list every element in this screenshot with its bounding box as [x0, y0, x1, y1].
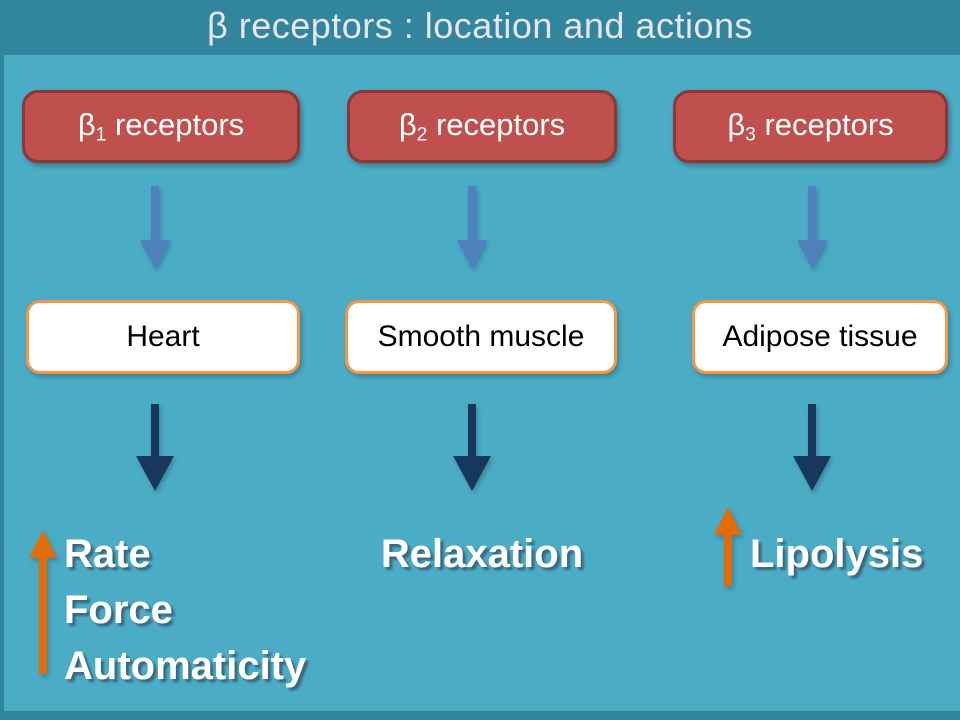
action-rate: Rate: [64, 532, 151, 576]
receptor-box-beta2: β2 receptors: [347, 90, 617, 163]
down-arrow-icon: [457, 186, 487, 269]
action-lipolysis: Lipolysis: [750, 532, 924, 576]
action-relaxation: Relaxation: [380, 532, 584, 576]
location-box-smooth-muscle: Smooth muscle: [345, 300, 617, 374]
receptor-box-beta1: β1 receptors: [22, 90, 300, 163]
down-arrow-icon: [453, 404, 491, 491]
down-arrow-icon: [140, 186, 170, 269]
title-bar: β receptors : location and actions: [0, 0, 960, 55]
location-box-adipose-tissue: Adipose tissue: [692, 300, 948, 374]
location-box-heart-label: Heart: [126, 320, 200, 353]
location-box-heart: Heart: [26, 300, 300, 374]
location-box-smooth-muscle-label: Smooth muscle: [377, 320, 585, 353]
location-box-adipose-tissue-label: Adipose tissue: [722, 320, 918, 353]
up-arrow-icon: [714, 507, 742, 586]
up-arrow-icon: [29, 530, 57, 674]
down-arrow-icon: [136, 404, 174, 491]
down-arrow-icon: [797, 186, 827, 269]
slide-title: β receptors : location and actions: [207, 4, 753, 46]
slide-body-background: [4, 55, 960, 711]
actions-beta1: Rate Force Automaticity: [64, 526, 306, 694]
action-automaticity: Automaticity: [64, 644, 307, 688]
receptor-box-beta1-label: β1 receptors: [77, 106, 245, 146]
down-arrow-icon: [793, 404, 831, 491]
receptor-box-beta3: β3 receptors: [673, 90, 948, 163]
receptor-box-beta3-label: β3 receptors: [727, 106, 894, 146]
action-force: Force: [64, 588, 173, 632]
receptor-box-beta2-label: β2 receptors: [398, 106, 566, 146]
